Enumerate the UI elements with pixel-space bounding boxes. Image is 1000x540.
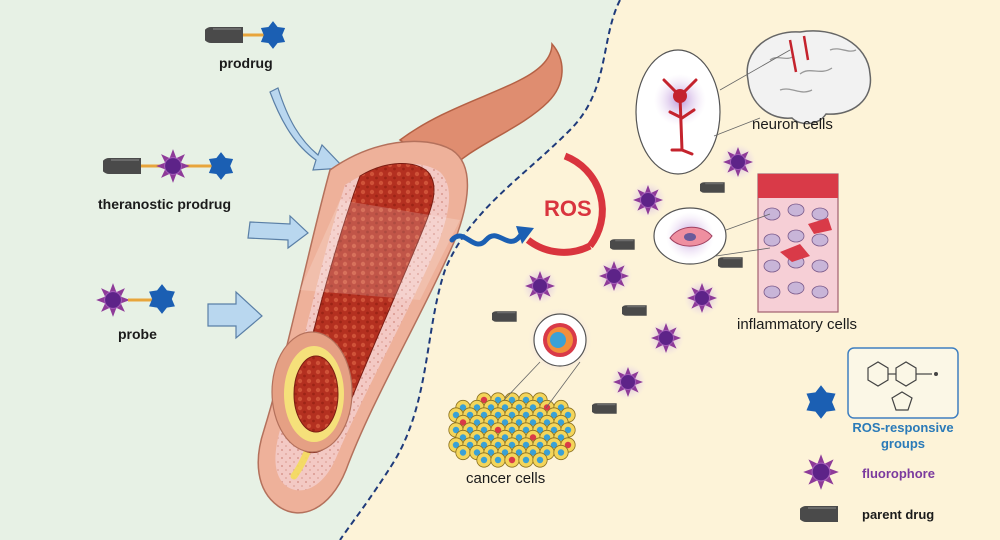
prodrug-curved-arrow-icon bbox=[269, 87, 346, 171]
inflammatory-cells-label: inflammatory cells bbox=[737, 316, 858, 333]
ros-label: ROS bbox=[544, 196, 592, 221]
legend-fluorophore-icon bbox=[802, 453, 840, 491]
blood-vessel-illustration bbox=[257, 42, 563, 514]
scattered-fluorophores bbox=[522, 144, 756, 400]
probe-molecule-icon bbox=[95, 282, 175, 318]
legend-fluorophore-label: fluorophore bbox=[862, 466, 935, 481]
legend-parent-drug-label: parent drug bbox=[862, 507, 935, 522]
prodrug-molecule-icon bbox=[205, 21, 286, 49]
ros-wave-arrowhead-icon bbox=[516, 226, 534, 244]
neuron-zoom-guide-lines bbox=[713, 49, 791, 137]
neuron-cell-zoom-icon bbox=[635, 49, 721, 175]
neuron-cells-label: neuron cells bbox=[752, 116, 833, 133]
brain-icon bbox=[746, 30, 872, 125]
probe-label: probe bbox=[118, 326, 157, 342]
theranostic-prodrug-label: theranostic prodrug bbox=[98, 196, 232, 212]
cancer-cell-zoom-icon bbox=[528, 308, 592, 372]
prodrug-label: prodrug bbox=[219, 55, 273, 71]
legend-ros-responsive-icon bbox=[806, 385, 836, 419]
probe-arrow-icon bbox=[207, 290, 263, 340]
cancer-cells-label: cancer cells bbox=[466, 470, 546, 487]
legend-ros-responsive-label-line1: ROS-responsive bbox=[852, 420, 954, 435]
theranostic-prodrug-molecule-icon bbox=[103, 148, 234, 184]
ros-arc-icon bbox=[563, 152, 606, 249]
legend-parent-drug-icon bbox=[800, 504, 840, 524]
ros-arc-lower-icon bbox=[525, 237, 592, 256]
inflammatory-tissue-block-icon bbox=[757, 173, 839, 313]
chemical-structure-icon bbox=[847, 347, 959, 419]
legend-ros-responsive-label-line2: groups bbox=[880, 436, 926, 451]
theranostic-arrow-icon bbox=[247, 214, 309, 250]
inflammatory-cell-zoom-icon bbox=[653, 207, 727, 265]
divider-dashed-curve bbox=[339, 0, 621, 540]
cancer-cell-cluster-icon bbox=[448, 392, 576, 468]
cancer-zoom-guide-lines bbox=[503, 361, 581, 409]
ros-wave-arrow-icon bbox=[449, 233, 523, 247]
inflammatory-zoom-guide-lines bbox=[715, 213, 771, 257]
